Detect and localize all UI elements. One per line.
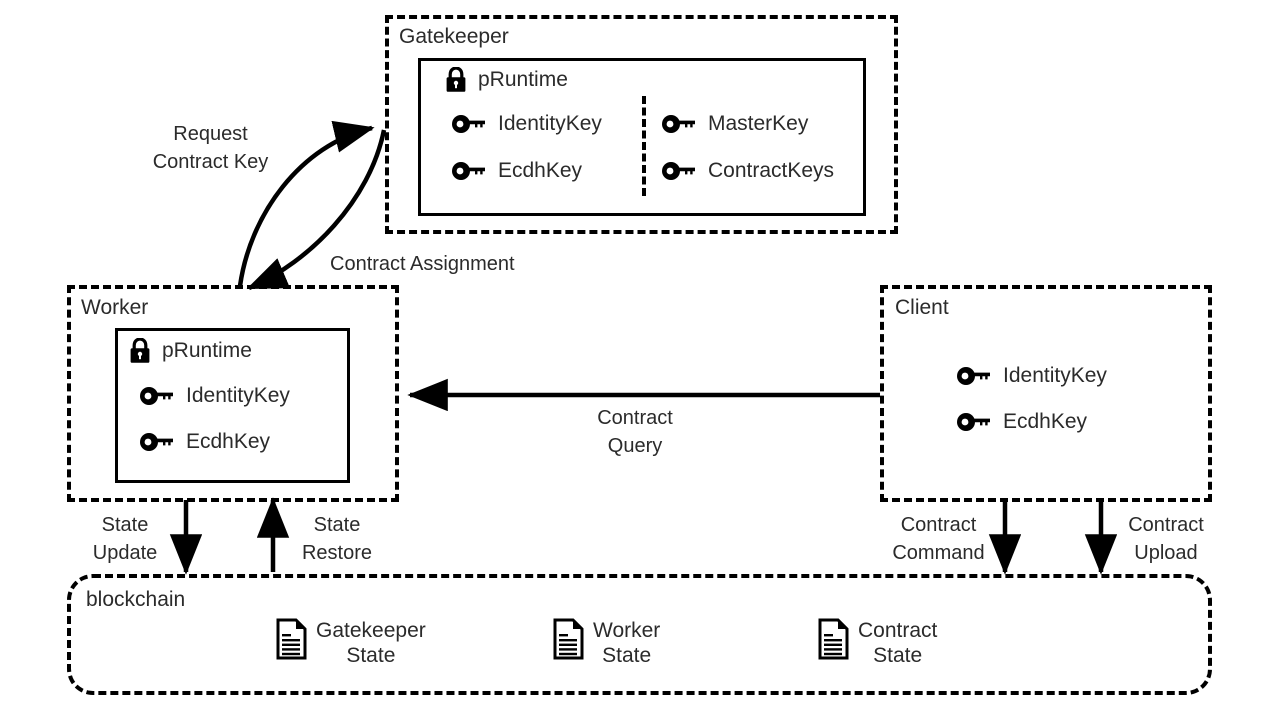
key-icon [140,387,176,405]
document-icon [276,618,308,660]
worker-pruntime-box[interactable] [115,328,350,483]
edge-label-state-restore: State Restore [301,514,373,564]
key-icon [662,115,698,133]
lock-icon [128,338,152,364]
blockchain-state-label: Contract State [858,619,938,667]
arrow-contract-assignment [246,129,387,291]
key-icon [140,433,176,451]
gatekeeper-pruntime-row: pRuntime [444,67,568,93]
client-key-label: EcdhKey [1003,410,1088,433]
gatekeeper-title: Gatekeeper [399,25,509,48]
blockchain-state-gatekeeper[interactable]: Gatekeeper State [276,618,426,668]
document-icon [818,618,850,660]
worker-title: Worker [81,296,149,319]
key-icon [957,367,993,385]
blockchain-title: blockchain [86,588,186,611]
key-icon [452,162,488,180]
gatekeeper-pruntime-label: pRuntime [478,68,568,91]
worker-pruntime-label: pRuntime [162,339,252,362]
gatekeeper-key-masterkey[interactable]: MasterKey [662,112,808,136]
client-key-ecdhkey[interactable]: EcdhKey [957,410,1087,434]
key-icon [662,162,698,180]
gatekeeper-key-ecdhkey[interactable]: EcdhKey [452,159,582,183]
gatekeeper-node[interactable] [385,15,898,234]
gatekeeper-key-identitykey[interactable]: IdentityKey [452,112,602,136]
client-key-identitykey[interactable]: IdentityKey [957,364,1107,388]
blockchain-state-label: Worker State [593,619,661,667]
blockchain-state-worker[interactable]: Worker State [553,618,660,668]
gatekeeper-pruntime-box[interactable] [418,58,866,216]
key-icon [452,115,488,133]
worker-key-ecdhkey[interactable]: EcdhKey [140,430,270,454]
worker-key-identitykey[interactable]: IdentityKey [140,384,290,408]
client-node[interactable] [880,285,1212,502]
client-key-label: IdentityKey [1003,364,1107,387]
gatekeeper-key-label: MasterKey [708,112,809,135]
gatekeeper-key-label: IdentityKey [498,112,602,135]
edge-label-contract-query: Contract Query [597,407,673,457]
edge-label-state-update: State Update [92,514,158,564]
arrow-request-contract-key [237,120,375,287]
worker-node[interactable] [67,285,399,502]
gatekeeper-key-label: EcdhKey [498,159,583,182]
client-title: Client [895,296,949,319]
blockchain-node[interactable] [67,574,1212,695]
edge-label-request-contract-key: Request Contract Key [152,123,269,173]
edge-label-contract-upload: Contract Upload [1128,514,1204,564]
worker-key-label: EcdhKey [186,430,271,453]
gatekeeper-key-label: ContractKeys [708,159,835,182]
document-icon [553,618,585,660]
lock-icon [444,67,468,93]
edge-label-contract-command: Contract Command [892,514,985,564]
edge-label-contract-assignment: Contract Assignment [330,253,515,275]
gatekeeper-key-divider [642,96,646,196]
worker-pruntime-row: pRuntime [128,338,252,364]
blockchain-state-label: Gatekeeper State [316,619,426,667]
key-icon [957,413,993,431]
worker-key-label: IdentityKey [186,384,290,407]
gatekeeper-key-contractkeys[interactable]: ContractKeys [662,159,834,183]
blockchain-state-contract[interactable]: Contract State [818,618,937,668]
